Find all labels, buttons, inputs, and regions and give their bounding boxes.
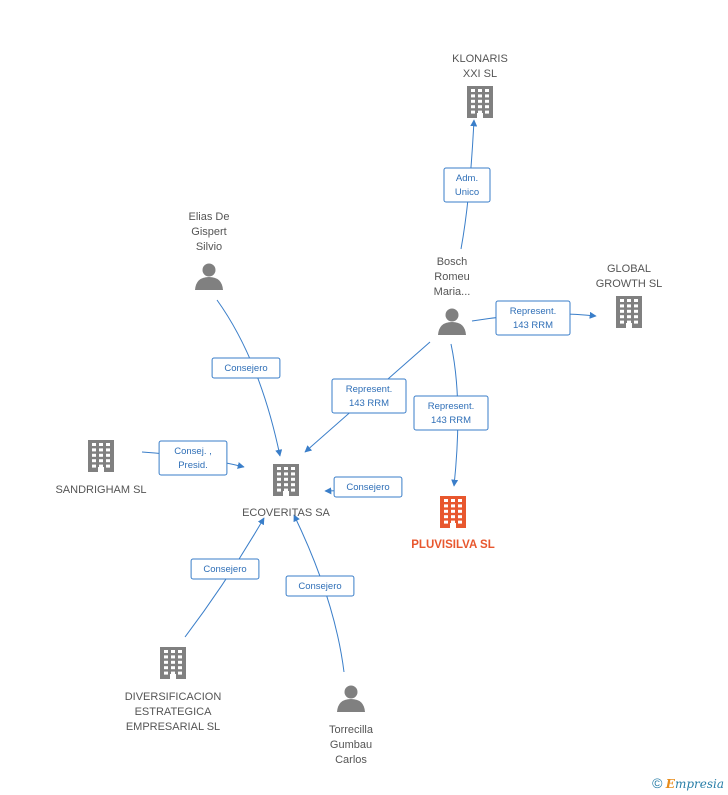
- node-diversificacion[interactable]: DIVERSIFICACION ESTRATEGICA EMPRESARIAL SL: [125, 647, 222, 733]
- edge-label-text: Consej. ,: [174, 446, 212, 457]
- edge-label-text: 143 RRM: [513, 320, 553, 331]
- person-icon: [337, 685, 365, 712]
- edge-bosch-to-klonaris: Adm. Unico: [443, 119, 491, 250]
- node-label: XXI SL: [463, 68, 497, 80]
- node-label: Romeu: [434, 271, 469, 283]
- edge-label-text: Represent.: [346, 384, 392, 395]
- edge-label-box[interactable]: [331, 378, 407, 414]
- edge-label-box[interactable]: [413, 395, 489, 431]
- building-icon: [273, 464, 299, 496]
- edge-label-text: Adm.: [456, 173, 478, 184]
- edge-label-text: 143 RRM: [431, 415, 471, 426]
- edge-label-text: Consejero: [224, 363, 267, 374]
- edge-label-text: 143 RRM: [349, 398, 389, 409]
- node-label: Bosch: [437, 256, 468, 268]
- edge-label-box[interactable]: [443, 167, 491, 203]
- node-global[interactable]: GLOBAL GROWTH SL: [596, 263, 663, 328]
- node-label: GROWTH SL: [596, 278, 663, 290]
- person-icon: [438, 308, 466, 335]
- edge-label-box[interactable]: [333, 476, 403, 498]
- edge-label-box[interactable]: [158, 440, 228, 476]
- edge-label-text: Represent.: [428, 401, 474, 412]
- node-bosch[interactable]: BoschRomeuMaria...: [434, 256, 471, 335]
- edge-label-text: Represent.: [510, 306, 556, 317]
- building-icon: [88, 440, 114, 472]
- node-label: EMPRESARIAL SL: [126, 721, 220, 733]
- edge-diversificacion-to-ecoveritas: Consejero: [184, 517, 265, 638]
- edge-label-text: Consejero: [298, 581, 341, 592]
- node-sandrigham[interactable]: SANDRIGHAM SL: [55, 440, 147, 496]
- brand-initial: E: [665, 777, 675, 791]
- node-label: Elias De: [189, 211, 230, 223]
- node-label: KLONARIS: [452, 53, 508, 65]
- node-ecoveritas[interactable]: ECOVERITAS SA: [242, 464, 331, 519]
- node-label: Torrecilla: [329, 724, 374, 736]
- edge-pluvisilva-to-ecoveritas: Consejero: [324, 476, 403, 498]
- node-label: ESTRATEGICA: [135, 706, 212, 718]
- node-label: SANDRIGHAM SL: [55, 484, 146, 496]
- edge-label-box[interactable]: [190, 558, 260, 580]
- edge-label-text: Presid.: [178, 460, 208, 471]
- copyright-symbol: ©: [652, 775, 663, 791]
- edge-sandrigham-to-ecoveritas: Consej. , Presid.: [141, 440, 245, 476]
- building-icon: [440, 496, 466, 528]
- node-pluvisilva[interactable]: PLUVISILVA SL: [411, 496, 495, 551]
- edge-bosch-to-ecoveritas: Represent. 143 RRM: [304, 341, 431, 453]
- node-label: GLOBAL: [607, 263, 651, 275]
- empresia-watermark: © Empresia: [652, 775, 724, 791]
- edge-label-box[interactable]: [285, 575, 355, 597]
- edge-elias-to-ecoveritas: Consejero: [211, 299, 283, 457]
- edge-bosch-to-pluvisilva: Represent. 143 RRM: [413, 343, 489, 487]
- edge-label-box[interactable]: [211, 357, 281, 379]
- edge-torrecilla-to-ecoveritas: Consejero: [285, 514, 355, 673]
- node-label: Silvio: [196, 241, 222, 253]
- node-label: PLUVISILVA SL: [411, 539, 495, 551]
- node-label: Maria...: [434, 286, 471, 298]
- node-label: Carlos: [335, 754, 367, 766]
- node-label: Gispert: [191, 226, 226, 238]
- edge-bosch-to-global: Represent. 143 RRM: [471, 300, 597, 336]
- building-icon: [616, 296, 642, 328]
- edge-label-text: Unico: [455, 187, 479, 198]
- node-klonaris[interactable]: KLONARIS XXI SL: [452, 53, 508, 118]
- edge-arrow: [293, 514, 345, 673]
- node-label: DIVERSIFICACION: [125, 691, 222, 703]
- edge-label-box[interactable]: [495, 300, 571, 336]
- building-icon: [467, 86, 493, 118]
- brand-name: mpresia: [674, 777, 724, 791]
- node-label: Gumbau: [330, 739, 372, 751]
- building-icon: [160, 647, 186, 679]
- edge-label-text: Consejero: [346, 482, 389, 493]
- person-icon: [195, 263, 223, 290]
- edge-label-text: Consejero: [203, 564, 246, 575]
- node-label: ECOVERITAS SA: [242, 507, 330, 519]
